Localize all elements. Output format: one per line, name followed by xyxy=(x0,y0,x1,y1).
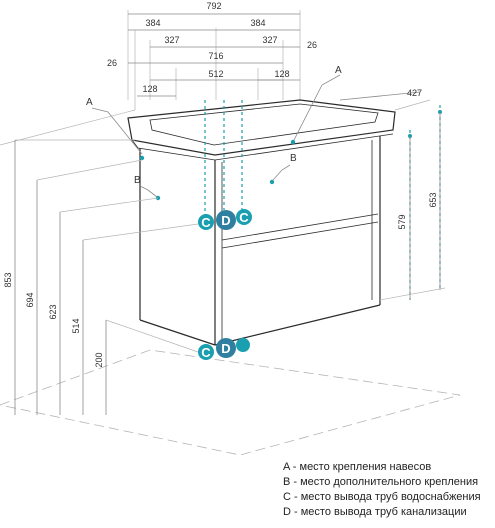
dim-height-623: 623 xyxy=(48,304,58,319)
water-outlet-c-lower-left xyxy=(198,344,214,360)
svg-text:C: C xyxy=(201,345,211,360)
mount-point-a-left xyxy=(139,155,145,161)
dim-height-694: 694 xyxy=(25,292,35,307)
dim-total-width: 792 xyxy=(206,1,221,11)
svg-text:D: D xyxy=(221,341,230,356)
dim-depth: 427 xyxy=(407,88,422,98)
dim-side-26-right: 26 xyxy=(307,40,317,50)
dim-height-579: 579 xyxy=(397,214,407,229)
top-dimensions xyxy=(127,10,301,100)
pipe-outlets-upper: C D C xyxy=(198,209,252,230)
marker-a-left: A xyxy=(86,97,93,108)
svg-text:D: D xyxy=(221,213,230,228)
pipe-outlets-lower: C D xyxy=(198,338,250,360)
right-height-dimension-lines xyxy=(379,112,446,301)
marker-b-right: B xyxy=(290,153,297,164)
height-dimension-lines xyxy=(14,139,199,415)
dim-height-514: 514 xyxy=(71,318,81,333)
svg-text:C: C xyxy=(201,215,211,230)
leader-b-right xyxy=(272,164,291,181)
mount-point-b-right xyxy=(269,179,275,185)
legend: A - место крепления навесов B - место до… xyxy=(283,460,481,520)
dim-height-653: 653 xyxy=(428,192,438,207)
dim-half-right: 384 xyxy=(250,18,265,28)
legend-item-c: C - место вывода труб водоснабжения xyxy=(283,491,481,503)
water-outlet-c-upper-left xyxy=(198,214,214,230)
marker-a-right: A xyxy=(335,65,342,76)
vanity-cabinet xyxy=(139,136,381,346)
water-outlet-c-upper-right xyxy=(236,209,252,225)
dim-inner-left: 327 xyxy=(164,35,179,45)
dim-offset-128-left: 128 xyxy=(142,84,157,94)
water-outlet-c-lower-right xyxy=(236,338,250,352)
dim-height-200: 200 xyxy=(94,352,104,367)
legend-item-b: B - место дополнительного крепления xyxy=(283,476,479,488)
marker-b-left: B xyxy=(134,175,141,186)
dim-offset-128-right: 128 xyxy=(274,69,289,79)
floor-outline xyxy=(0,349,461,456)
drain-outlet-d-upper xyxy=(216,210,236,230)
leader-a-right xyxy=(293,74,341,141)
wall-line xyxy=(0,109,136,146)
mount-point-a-right xyxy=(290,139,296,145)
dim-height-853: 853 xyxy=(3,272,13,287)
dim-inner-right: 327 xyxy=(262,35,277,45)
washbasin xyxy=(127,99,396,161)
dim-center-716: 716 xyxy=(208,51,223,61)
dim-side-26-left: 26 xyxy=(107,58,117,68)
dim-half-left: 384 xyxy=(145,18,160,28)
dim-center-512: 512 xyxy=(208,69,223,79)
legend-item-d: D - место вывода труб канализации xyxy=(283,506,467,518)
svg-text:C: C xyxy=(239,210,249,225)
drain-outlet-d-lower xyxy=(216,338,236,358)
leader-b-left xyxy=(139,185,158,198)
dim-line-depth xyxy=(339,91,421,101)
legend-item-a: A - место крепления навесов xyxy=(283,461,432,473)
